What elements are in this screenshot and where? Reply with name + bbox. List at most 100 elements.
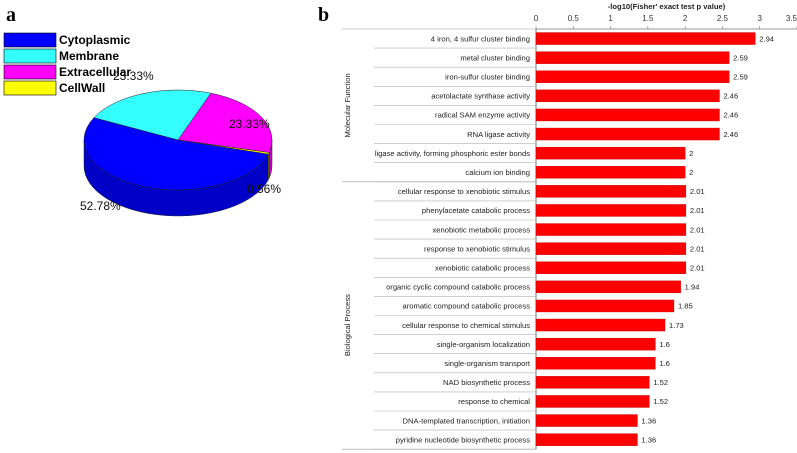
bar (535, 223, 687, 236)
x-tick-label: 0 (534, 14, 539, 23)
bar (535, 146, 686, 160)
pie-value-label-membrane: 23.33% (113, 69, 154, 83)
bar-value-label: 2 (689, 149, 693, 158)
legend-swatch-cellwall (3, 80, 57, 96)
bar-value-label: 2.94 (759, 34, 774, 43)
category-label: response to xenobiotic stimulus (424, 244, 530, 253)
pie-body (83, 89, 273, 217)
bar (535, 376, 650, 389)
group-label: Biological Process (343, 294, 352, 356)
category-label: 4 iron, 4 sulfur cluster binding (431, 34, 530, 43)
legend-swatch-extracellular (3, 64, 57, 80)
bar-value-label: 1.73 (669, 321, 684, 330)
bar (535, 166, 686, 179)
bar (535, 337, 656, 351)
category-label: phenylacetate catabolic process (422, 206, 530, 215)
category-label: RNA ligase activity (467, 130, 530, 139)
bar (535, 299, 675, 313)
bar-value-label: 2.01 (690, 225, 705, 234)
bar-value-label: 1.52 (653, 378, 668, 387)
bar-value-label: 1.6 (659, 359, 670, 368)
category-label: ligase activity, forming phosphoric este… (375, 149, 530, 158)
bar-value-label: 2.59 (733, 53, 748, 62)
x-tick-label: 2 (683, 14, 688, 23)
bar (535, 261, 687, 274)
category-label: pyridine nucleotide biosynthetic process (396, 435, 530, 444)
bar-value-label: 2.46 (723, 111, 738, 120)
category-label: metal cluster binding (460, 53, 530, 62)
bar-value-label: 2.59 (733, 72, 748, 81)
category-label: single-organism transport (444, 359, 531, 368)
pie-value-label-cellwall: 0.56% (247, 182, 281, 196)
bar-value-label: 2.01 (690, 244, 705, 253)
bar (535, 204, 687, 217)
bar (535, 242, 687, 255)
category-label: iron-sulfur cluster binding (445, 72, 530, 81)
bar-value-label: 1.36 (641, 416, 656, 425)
bar-value-label: 1.94 (685, 283, 700, 292)
panel-a-label: a (6, 4, 16, 26)
group-label: Molecular Function (343, 73, 352, 137)
category-label: cellular response to chemical stimulus (402, 321, 530, 330)
bar (535, 318, 666, 332)
bar-chart: -log10(Fisher' exact test p value) 0 0.5 1… (342, 2, 797, 450)
bar (535, 32, 756, 45)
bar-value-label: 2.46 (723, 92, 738, 101)
bar-value-label: 1.85 (678, 302, 693, 311)
bar-value-label: 2.01 (690, 187, 705, 196)
bar-value-label: 2 (689, 168, 693, 177)
bar-value-label: 2.01 (690, 206, 705, 215)
pie-value-label-extracellular: 23.33% (229, 117, 270, 131)
category-label: cellular response to xenobiotic stimulus (398, 187, 530, 196)
pie-slice-cytoplasmic (83, 117, 269, 191)
legend-swatch-membrane (3, 48, 57, 64)
pie-slice-membrane (93, 89, 212, 141)
legend-label-cellwall: CellWall (59, 81, 105, 95)
bar (535, 185, 687, 198)
bar-value-label: 2.46 (723, 130, 738, 139)
bar-value-label: 1.36 (641, 435, 656, 444)
bar (535, 127, 720, 141)
category-label: response to chemical (458, 397, 530, 406)
bar-value-label: 1.6 (659, 340, 670, 349)
bar (535, 70, 730, 83)
x-tick-label: 3 (757, 14, 762, 23)
bar (535, 357, 656, 370)
category-label: xenobiotic metabolic process (432, 225, 530, 234)
x-tick-label: 2.5 (717, 14, 729, 23)
legend-label-membrane: Membrane (59, 49, 119, 63)
category-label: single-organism localization (437, 340, 530, 349)
category-label: aromatic compound catabolic process (403, 302, 531, 311)
pie-slice-extracellular (177, 92, 273, 153)
panel-b-label: b (318, 4, 329, 26)
x-axis-title: -log10(Fisher' exact test p value) (608, 2, 726, 11)
category-label: organic cyclic compound catabolic proces… (386, 283, 530, 292)
bar (535, 433, 638, 446)
bar (535, 414, 638, 427)
legend-swatch-cytoplasmic (3, 32, 57, 48)
x-tick-label: 3.5 (786, 14, 797, 23)
pie-value-labels: 52.78% 23.33% 23.33% 0.56% (80, 69, 281, 213)
bar-value-label: 2.01 (690, 263, 705, 272)
legend-label-extracellular: Extracellular (59, 65, 131, 79)
bar-rows: 4 iron, 4 sulfur cluster binding 2.94 meta… (374, 32, 774, 450)
category-label: NAD biosynthetic process (443, 378, 530, 387)
bar (535, 280, 681, 294)
category-label: xenobiotic catabolic process (435, 263, 530, 272)
legend-label-cytoplasmic: Cytoplasmic (59, 33, 131, 47)
category-label: DNA-templated transcription, initiation (403, 416, 530, 425)
x-tick-label: 1.5 (642, 14, 654, 23)
category-label: calcium ion binding (465, 168, 530, 177)
bar (535, 89, 720, 103)
bar (535, 51, 730, 64)
pie-value-label-cytoplasmic: 52.78% (80, 199, 121, 213)
bar (535, 395, 650, 408)
category-label: radical SAM enzyme activity (435, 111, 530, 120)
x-tick-label: 0.5 (568, 14, 580, 23)
category-label: acetolactate synthase activity (431, 92, 530, 101)
x-tick-label: 1 (608, 14, 613, 23)
bar (535, 108, 720, 122)
